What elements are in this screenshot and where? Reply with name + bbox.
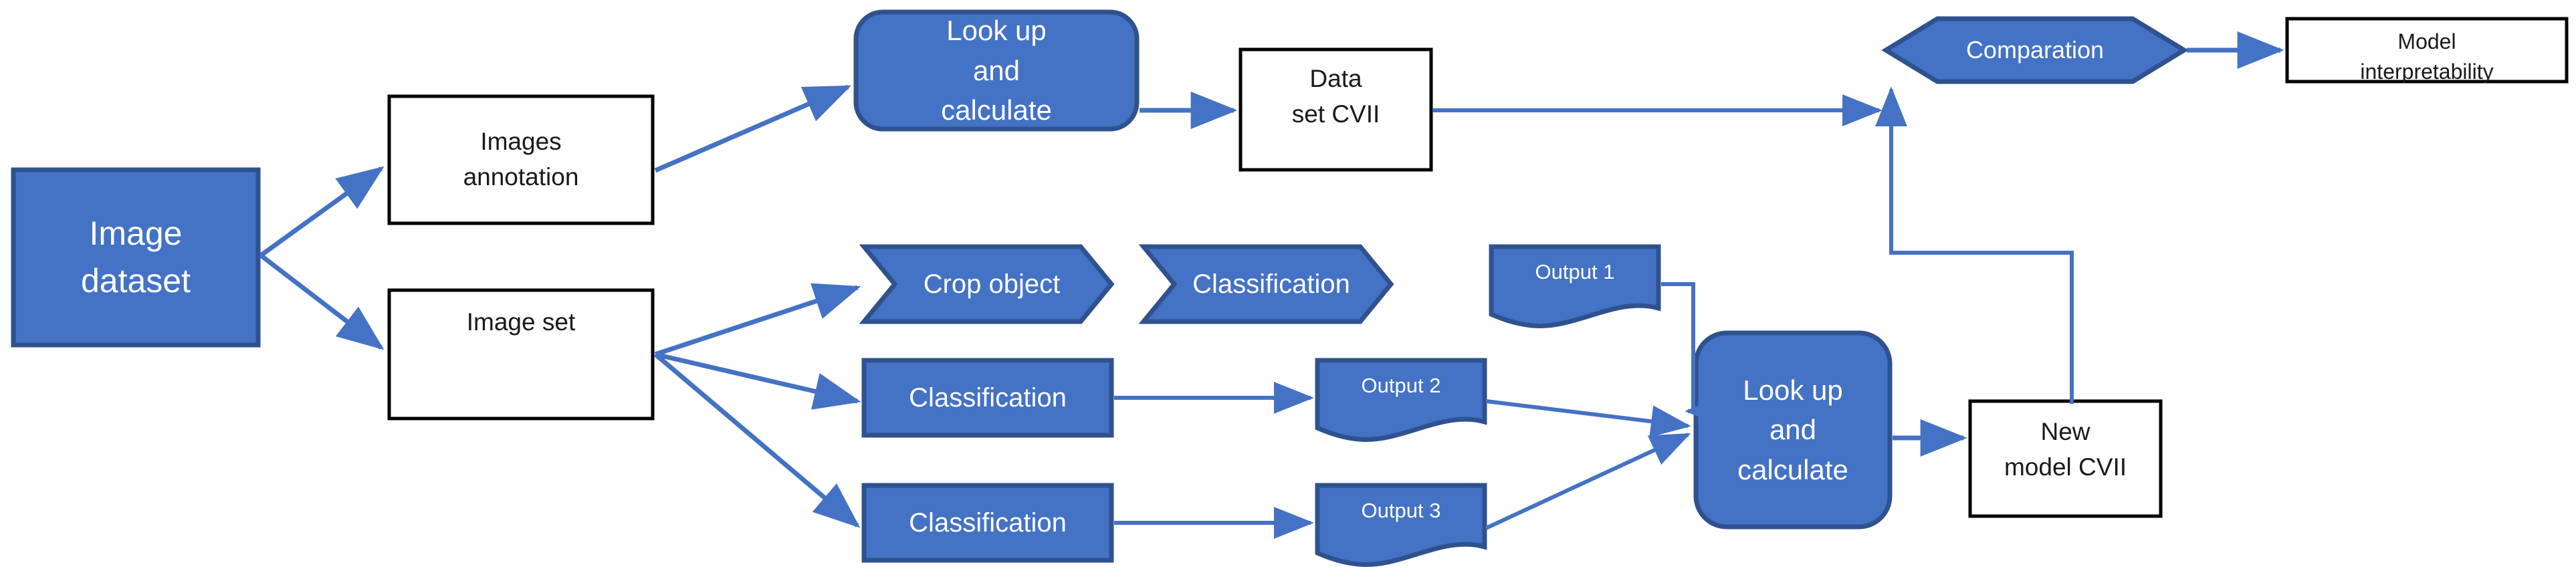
node-classification-2[interactable] xyxy=(861,358,1114,438)
node-lookup-calculate-bot[interactable] xyxy=(1693,330,1893,530)
edge-dataset-to-annotation xyxy=(259,166,385,257)
node-classification-1[interactable] xyxy=(1138,244,1394,324)
edge-output2-to-lookupbot xyxy=(1485,399,1691,438)
node-output-1[interactable] xyxy=(1489,244,1661,328)
node-crop-object[interactable] xyxy=(859,244,1115,324)
node-classification-3[interactable] xyxy=(861,483,1114,563)
edge-imageset-to-class2 xyxy=(655,352,861,410)
node-image-dataset[interactable] xyxy=(11,167,261,348)
edge-output3-to-lookupbot xyxy=(1485,433,1691,530)
edge-annotation-to-lookup xyxy=(654,84,852,173)
edge-newmodel-to-comparation xyxy=(1875,86,2074,404)
edge-imageset-to-crop xyxy=(654,283,861,357)
edge-output1-to-lookupbot xyxy=(1661,282,1725,427)
node-data-set-cvii[interactable] xyxy=(1239,47,1433,172)
node-output-2[interactable] xyxy=(1315,358,1487,442)
node-comparation[interactable] xyxy=(1881,16,2189,84)
node-images-annotation[interactable] xyxy=(387,94,655,225)
edge-imageset-to-class3 xyxy=(653,352,861,528)
node-new-model-cvii[interactable] xyxy=(1968,399,2163,518)
node-image-set[interactable] xyxy=(387,288,655,421)
node-model-interpretability[interactable] xyxy=(2285,17,2569,84)
node-lookup-calculate-top[interactable] xyxy=(853,9,1140,132)
node-output-3[interactable] xyxy=(1315,483,1487,567)
edge-dataset-to-imageset xyxy=(259,253,385,350)
